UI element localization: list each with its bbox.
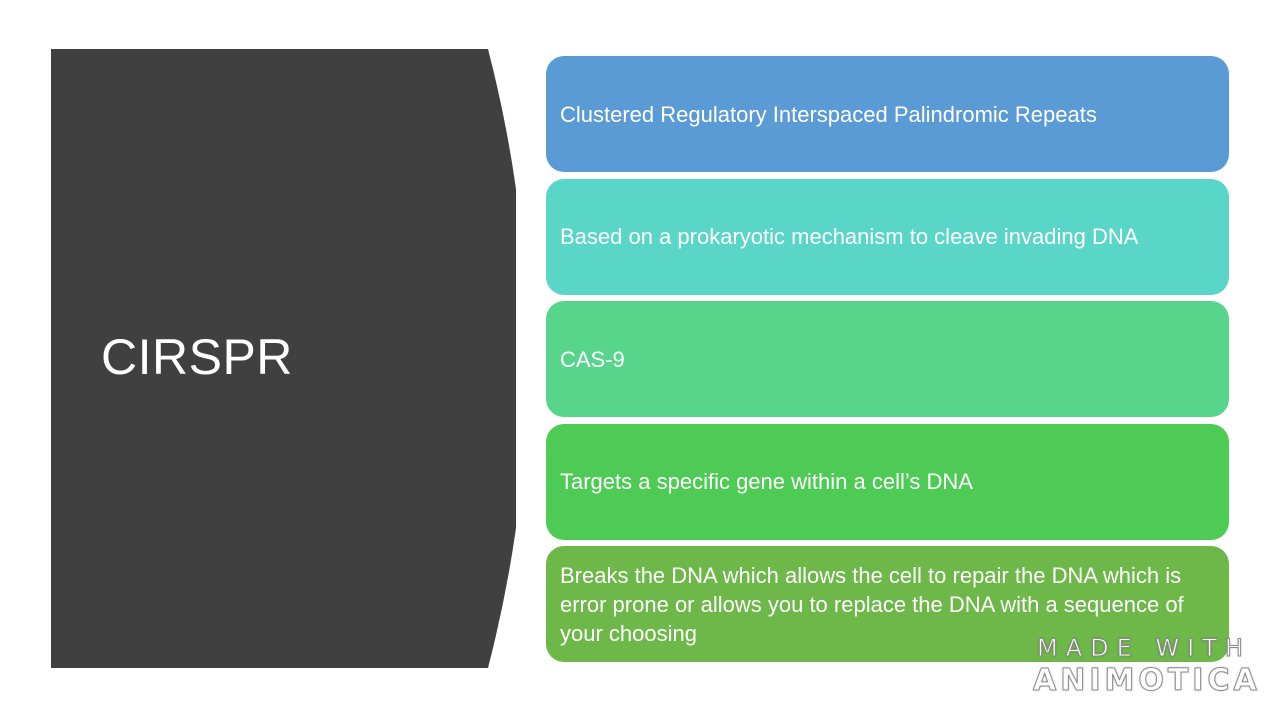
- list-item-4: Targets a specific gene within a cell’s …: [546, 423, 1229, 540]
- title-panel: [51, 49, 516, 668]
- animotica-watermark: MADE WITH ANIMOTICA: [1033, 632, 1261, 699]
- watermark-line-1: MADE WITH: [1037, 634, 1251, 663]
- slide-title: CIRSPR: [101, 329, 293, 385]
- list-item-text: Clustered Regulatory Interspaced Palindr…: [560, 101, 1097, 127]
- list-item-text: CAS-9: [560, 346, 625, 372]
- title-panel-shape: [51, 49, 516, 668]
- list-item-3: CAS-9: [546, 301, 1229, 417]
- watermark-line-2: ANIMOTICA: [1033, 663, 1261, 698]
- list-item-text: Targets a specific gene within a cell’s …: [560, 469, 973, 494]
- list-item-5: Breaks the DNA which allows the cell to …: [546, 546, 1229, 662]
- list-item-1: Clustered Regulatory Interspaced Palindr…: [546, 56, 1229, 172]
- list-item-text: Based on a prokaryotic mechanism to clea…: [560, 224, 1139, 249]
- list-item-text: Breaks the DNA which allows the cell to …: [560, 562, 1184, 646]
- list-item-2: Based on a prokaryotic mechanism to clea…: [546, 178, 1229, 295]
- bullet-list: Clustered Regulatory Interspaced Palindr…: [546, 56, 1229, 669]
